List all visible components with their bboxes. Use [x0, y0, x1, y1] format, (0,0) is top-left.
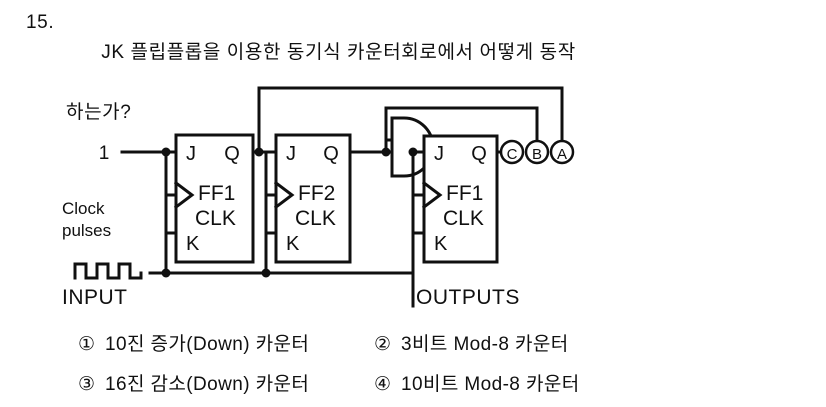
question-line-2: 하는가? [66, 102, 132, 123]
ff2-k-label: K [286, 233, 300, 255]
option-1-label: 10진 증가(Down) 카운터 [105, 334, 310, 355]
clock-waveform-icon [73, 262, 143, 280]
ff2-name-label: FF2 [298, 182, 335, 205]
option-2[interactable]: ② 3비트 Mod-8 카운터 [374, 332, 818, 358]
option-4[interactable]: ④ 10비트 Mod-8 카운터 [374, 372, 818, 398]
ff3-j-label: J [434, 143, 444, 165]
output-label-a: A [557, 146, 567, 163]
option-1[interactable]: ① 10진 증가(Down) 카운터 [78, 332, 374, 358]
option-4-label: 10비트 Mod-8 카운터 [401, 374, 580, 395]
ff1-j-label: J [186, 143, 196, 165]
ff2-q-label: Q [323, 143, 339, 165]
question-second-line: 하는가? [26, 98, 816, 128]
ff3-name-label: FF1 [446, 182, 483, 205]
clock-label-line2: pulses [62, 221, 111, 240]
answer-options: ① 10진 증가(Down) 카운터 ② 3비트 Mod-8 카운터 ③ 16진… [78, 325, 818, 405]
option-3-marker: ③ [78, 374, 96, 395]
constant-one-label: 1 [99, 143, 110, 164]
option-2-marker: ② [374, 334, 392, 355]
options-row-2: ③ 16진 감소(Down) 카운터 ④ 10비트 Mod-8 카운터 [78, 365, 818, 405]
output-node-a [549, 139, 575, 165]
feedback-wire-inner [384, 106, 539, 154]
circuit-figure: 1 Clock pulses INPUT OUTPUTS J Q FF1 CLK… [0, 78, 826, 310]
output-label-c: C [507, 146, 518, 163]
ff3-q-label: Q [471, 143, 487, 165]
option-1-marker: ① [78, 334, 96, 355]
output-node-b [524, 139, 550, 165]
output-node-c [499, 139, 525, 165]
option-3-label: 16진 감소(Down) 카운터 [105, 374, 310, 395]
ff1-q-label: Q [224, 143, 240, 165]
question-block: 15. JK 플립플롭을 이용한 동기식 카운터회로에서 어떻게 동작 하는가? [26, 8, 816, 128]
ff3-clk-label: CLK [443, 207, 484, 230]
feedback-wire-outer [257, 86, 564, 154]
ff2-clk-label: CLK [295, 207, 336, 230]
clock-label-line1: Clock [62, 199, 105, 218]
ff1-name-label: FF1 [198, 182, 235, 205]
ff2-clk-wedge [273, 180, 295, 210]
junction-dots [161, 147, 418, 278]
ff3-clk-wedge [421, 180, 443, 210]
option-2-label: 3비트 Mod-8 카운터 [401, 334, 569, 355]
options-row-1: ① 10진 증가(Down) 카운터 ② 3비트 Mod-8 카운터 [78, 325, 818, 365]
ff1-clk-label: CLK [195, 207, 236, 230]
ff1-clk-wedge [173, 180, 195, 210]
ff2-j-label: J [286, 143, 296, 165]
question-first-line: 15. JK 플립플롭을 이용한 동기식 카운터회로에서 어떻게 동작 [26, 8, 816, 98]
option-3[interactable]: ③ 16진 감소(Down) 카운터 [78, 372, 374, 398]
question-number: 15. [26, 12, 55, 33]
option-4-marker: ④ [374, 374, 392, 395]
output-label-b: B [532, 146, 542, 163]
question-text: JK 플립플롭을 이용한 동기식 카운터회로에서 어떻게 동작 [66, 8, 816, 98]
ff3-k-label: K [434, 233, 448, 255]
outputs-label: OUTPUTS [416, 286, 520, 309]
ff1-k-label: K [186, 233, 200, 255]
input-label: INPUT [62, 286, 128, 309]
question-line-1: JK 플립플롭을 이용한 동기식 카운터회로에서 어떻게 동작 [101, 42, 576, 63]
